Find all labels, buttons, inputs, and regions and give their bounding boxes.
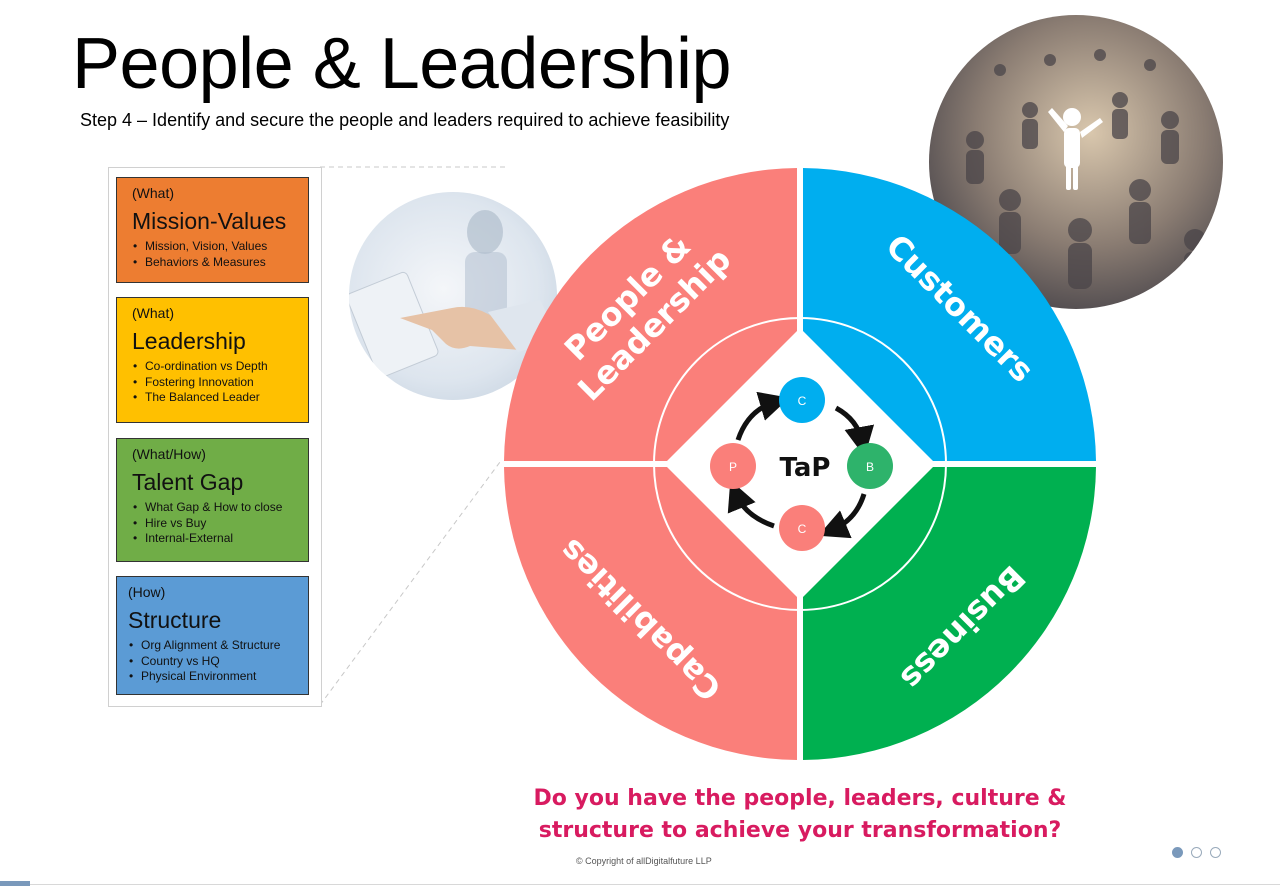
card-tag: (What) xyxy=(132,185,174,201)
pager-dot-1[interactable] xyxy=(1172,847,1183,858)
node-c-bottom-label: C xyxy=(798,522,807,536)
page-subtitle: Step 4 – Identify and secure the people … xyxy=(80,110,730,130)
card-heading: Mission-Values xyxy=(132,208,287,234)
closing-question: Do you have the people, leaders, culture… xyxy=(500,783,1100,847)
node-c-bottom xyxy=(779,505,825,551)
bullet-item: Physical Environment xyxy=(129,669,308,685)
bullet-item: Org Alignment & Structure xyxy=(129,638,308,654)
card-mission-values[interactable]: (What) Mission-Values Mission, Vision, V… xyxy=(116,177,309,283)
card-leadership[interactable]: (What) Leadership Co-ordination vs Depth… xyxy=(116,297,309,423)
bullet-item: Fostering Innovation xyxy=(133,375,308,391)
steps-panel: (What) Mission-Values Mission, Vision, V… xyxy=(108,167,322,707)
copyright-notice: © Copyright of allDigitalfuture LLP xyxy=(576,856,712,866)
center-diamond xyxy=(664,328,936,600)
progress-track xyxy=(0,884,1280,885)
node-c-top-label: C xyxy=(798,394,807,408)
node-b xyxy=(847,443,893,489)
pager-dot-3[interactable] xyxy=(1210,847,1221,858)
pager-dot-2[interactable] xyxy=(1191,847,1202,858)
bullet-item: Country vs HQ xyxy=(129,654,308,670)
bullet-item: Internal-External xyxy=(133,531,308,547)
card-tag: (What/How) xyxy=(132,446,206,462)
node-b-label: B xyxy=(866,460,874,474)
question-line-1: Do you have the people, leaders, culture… xyxy=(533,786,1067,811)
center-label: TaP xyxy=(780,453,831,483)
bullet-item: Co-ordination vs Depth xyxy=(133,359,308,375)
bullet-item: Behaviors & Measures xyxy=(133,255,308,271)
slide-pager xyxy=(1172,847,1221,858)
bullet-item: What Gap & How to close xyxy=(133,500,308,516)
card-heading: Leadership xyxy=(132,328,246,354)
card-heading: Structure xyxy=(128,607,222,633)
bullet-item: Hire vs Buy xyxy=(133,516,308,532)
card-bullets: Co-ordination vs Depth Fostering Innovat… xyxy=(132,359,308,406)
card-bullets: Mission, Vision, Values Behaviors & Meas… xyxy=(132,239,308,270)
bullet-item: Mission, Vision, Values xyxy=(133,239,308,255)
inner-ring xyxy=(653,317,947,611)
card-bullets: What Gap & How to close Hire vs Buy Inte… xyxy=(132,500,308,547)
page-title: People & Leadership xyxy=(72,24,732,104)
card-talent-gap[interactable]: (What/How) Talent Gap What Gap & How to … xyxy=(116,438,309,562)
connector-line-bottom xyxy=(319,461,501,706)
card-heading: Talent Gap xyxy=(132,469,244,495)
quadrant-business[interactable] xyxy=(803,467,1096,760)
question-line-2: structure to achieve your transformation… xyxy=(538,818,1062,843)
quadrant-customers[interactable] xyxy=(803,168,1096,461)
card-tag: (How) xyxy=(128,584,166,600)
card-structure[interactable]: (How) Structure Org Alignment & Structur… xyxy=(116,576,309,695)
node-p-label: P xyxy=(729,460,737,474)
quadrant-capabilities[interactable] xyxy=(504,467,797,760)
transformation-wheel: C B C P TaP People & Leadership Customer… xyxy=(504,168,1096,760)
node-p xyxy=(710,443,756,489)
node-c-top xyxy=(779,377,825,423)
leader-figure-icon xyxy=(1048,108,1103,190)
progress-indicator xyxy=(0,881,30,886)
bullet-item: The Balanced Leader xyxy=(133,390,308,406)
card-tag: (What) xyxy=(132,305,174,321)
quadrant-people-leadership[interactable] xyxy=(504,168,797,461)
card-bullets: Org Alignment & Structure Country vs HQ … xyxy=(128,638,308,685)
